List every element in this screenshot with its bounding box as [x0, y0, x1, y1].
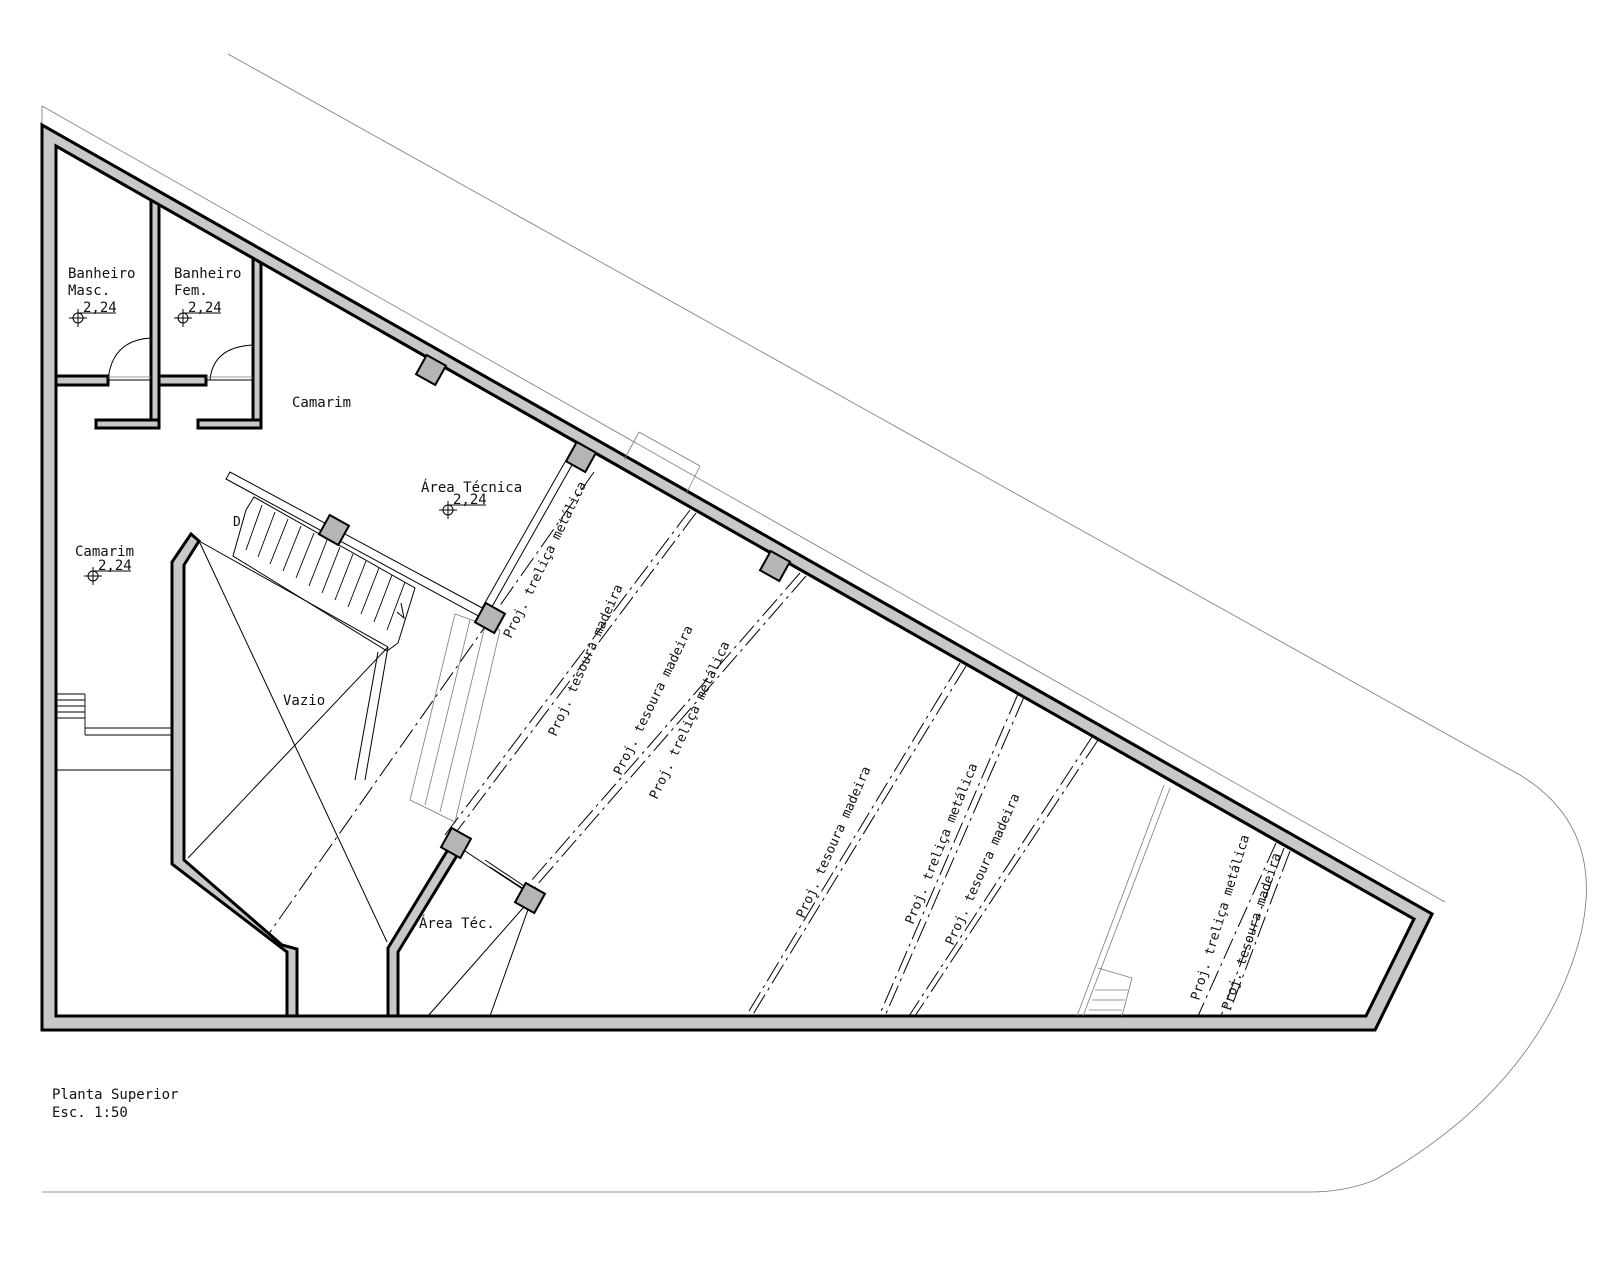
level-value: 2,24 [188, 300, 222, 316]
bathroom-divider-wall [149, 194, 161, 430]
room-label-bath-masc-sub: Masc. [68, 283, 110, 299]
level-symbol [84, 567, 131, 585]
outer-wall-band [40, 122, 1434, 1032]
interior-walls [54, 194, 464, 1018]
beam-projections [267, 471, 1291, 1017]
beam-labels: Proj. treliça metálica Proj. tesoura mad… [501, 479, 1284, 1012]
level-value: 2,24 [453, 492, 487, 508]
drawing-title: Planta Superior [52, 1087, 179, 1103]
bath-stub [157, 374, 208, 387]
room-label-bath-fem: Banheiro [174, 266, 241, 282]
beam-label: Proj. tesoura madeira [794, 764, 875, 920]
level-symbol [174, 309, 221, 327]
stair-arrow [396, 602, 405, 620]
door-swing-fem [206, 344, 254, 381]
pillar [414, 353, 448, 387]
level-value: 2,24 [98, 558, 132, 574]
pillar [564, 440, 598, 474]
bath-stub [54, 374, 110, 387]
stair-direction-mark: D [233, 515, 241, 530]
pillars [317, 353, 792, 915]
side-stair [56, 693, 172, 771]
drawing-caption: Planta Superior Esc. 1:50 [52, 1086, 178, 1122]
room-labels: Banheiro Masc. 2,24 Banheiro Fem. 2,24 C… [68, 266, 522, 932]
structural-rails [409, 431, 1171, 1017]
room-label-vazio: Vazio [283, 693, 325, 709]
pillar [758, 549, 792, 583]
room-label-area-tecnica: Área Técnica [421, 479, 522, 496]
room-label-camarim-left: Camarim [75, 544, 134, 560]
level-symbol [439, 501, 486, 519]
beam-label: Proj. treliça metálica [501, 479, 590, 640]
doors [107, 337, 254, 381]
room-label-area-tec: Área Téc. [419, 915, 495, 932]
beam-label: Proj. treliça metálica [647, 639, 733, 801]
room-label-bath-masc: Banheiro [68, 266, 135, 282]
bath-stub [94, 418, 161, 430]
level-value: 2,24 [83, 300, 117, 316]
room-label-bath-fem-sub: Fem. [174, 283, 208, 299]
void-cross [187, 540, 389, 943]
site-boundary [41, 53, 1587, 1193]
stair-treads [245, 504, 406, 631]
level-markers [69, 309, 486, 585]
pillar [513, 881, 547, 915]
beam-label: Proj. tesoura madeira [611, 623, 697, 777]
pillar [317, 513, 351, 547]
pillar [439, 826, 473, 860]
void-wall-left [170, 531, 299, 1018]
level-symbol [69, 309, 116, 327]
door-swing-masc [107, 337, 152, 381]
drawing-scale: Esc. 1:50 [52, 1105, 128, 1121]
beam-label: Proj. tesoura madeira [546, 582, 627, 738]
bath-stub [196, 418, 263, 430]
main-staircase: D [225, 471, 487, 652]
room-label-camarim-top: Camarim [292, 395, 351, 411]
pillar [473, 601, 507, 635]
bathroom-divider-wall-2 [251, 255, 263, 430]
